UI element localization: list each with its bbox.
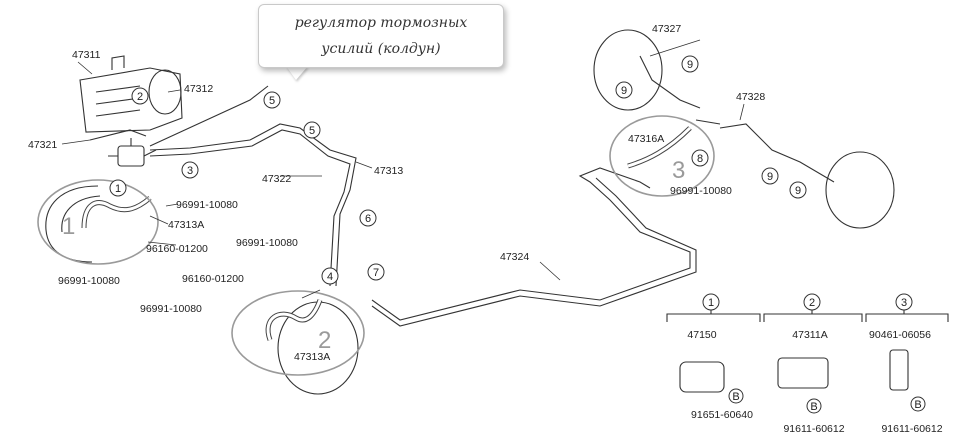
callout-5-lower: 5: [309, 125, 315, 137]
highlight-region-3: [609, 115, 715, 197]
detail-2-bolt: 91611-60612: [783, 423, 844, 435]
rear-line-47324: [371, 167, 697, 327]
callout-circles: [109, 55, 807, 285]
label-47324: 47324: [500, 251, 529, 263]
highlight-regions: [37, 115, 715, 376]
label-47313A-rear: 47313A: [294, 351, 330, 363]
highlight-region-2: [231, 290, 365, 376]
label-clip-96991-d: 96991-10080: [140, 303, 202, 315]
label-47327: 47327: [652, 23, 681, 35]
master-cylinder: [79, 55, 183, 141]
label-clip-96991-c: 96991-10080: [236, 237, 298, 249]
label-clip-96160-a: 96160-01200: [146, 243, 208, 255]
label-47321: 47321: [28, 139, 57, 151]
leader-lines: [61, 39, 745, 299]
label-47328: 47328: [736, 91, 765, 103]
detail-boxes: [666, 306, 949, 393]
region-number-1: 1: [62, 213, 75, 240]
label-47312: 47312: [184, 83, 213, 95]
callout-2-master: 2: [137, 91, 143, 103]
region-number-2: 2: [318, 327, 331, 354]
label-47313A-left: 47313A: [168, 219, 204, 231]
label-47313: 47313: [374, 165, 403, 177]
label-clip-96160-b: 96160-01200: [182, 273, 244, 285]
callout-1: 1: [115, 183, 121, 195]
label-clip-96991-e: 96991-10080: [670, 185, 732, 197]
detail-1-part: 47150: [687, 329, 716, 341]
label-47322: 47322: [262, 173, 291, 185]
callout-6: 6: [365, 213, 371, 225]
proportioning-valve: [108, 138, 157, 167]
detail-1-index: 1: [708, 297, 714, 309]
callout-9-c: 9: [767, 171, 773, 183]
front-left-hose: [81, 196, 152, 229]
label-clip-96991-b: 96991-10080: [58, 275, 120, 287]
callout-8: 8: [697, 153, 703, 165]
detail-2-bolt-letter: B: [810, 401, 817, 413]
callout-9-b: 9: [687, 59, 693, 71]
callout-line-1: регулятор тормозных: [294, 15, 468, 31]
callout-9-d: 9: [795, 185, 801, 197]
label-clip-96991-a: 96991-10080: [176, 199, 238, 211]
label-47316A: 47316A: [628, 133, 664, 145]
detail-3-bolt: 91611-60612: [881, 423, 942, 435]
label-47311: 47311: [72, 49, 101, 61]
callout-5-upper: 5: [269, 95, 275, 107]
highlight-region-1: [37, 179, 159, 265]
detail-3-bolt-letter: B: [914, 399, 921, 411]
detail-3-part: 90461-06056: [869, 329, 931, 341]
detail-2-index: 2: [809, 297, 815, 309]
rear-left-drum: [265, 299, 359, 395]
callout-9-a: 9: [621, 85, 627, 97]
front-to-rear-lines: [149, 85, 357, 287]
callout-tail: [286, 66, 308, 80]
callout-4: 4: [327, 271, 333, 283]
detail-1-bolt-letter: B: [732, 391, 739, 403]
callout-3: 3: [187, 165, 193, 177]
region-number-3: 3: [672, 157, 685, 184]
detail-1-bolt: 91651-60640: [691, 409, 753, 421]
callout-7: 7: [373, 267, 379, 279]
detail-3-index: 3: [901, 297, 907, 309]
callout-line-2: усилий (колдун): [321, 41, 441, 57]
rear-right-lower-drum: [719, 123, 895, 229]
rear-hose-47316A: [627, 119, 721, 169]
rear-right-upper-drum: [593, 29, 701, 111]
regulator-callout: регулятор тормозных усилий (колдун): [258, 4, 504, 68]
detail-2-part: 47311A: [792, 329, 827, 341]
